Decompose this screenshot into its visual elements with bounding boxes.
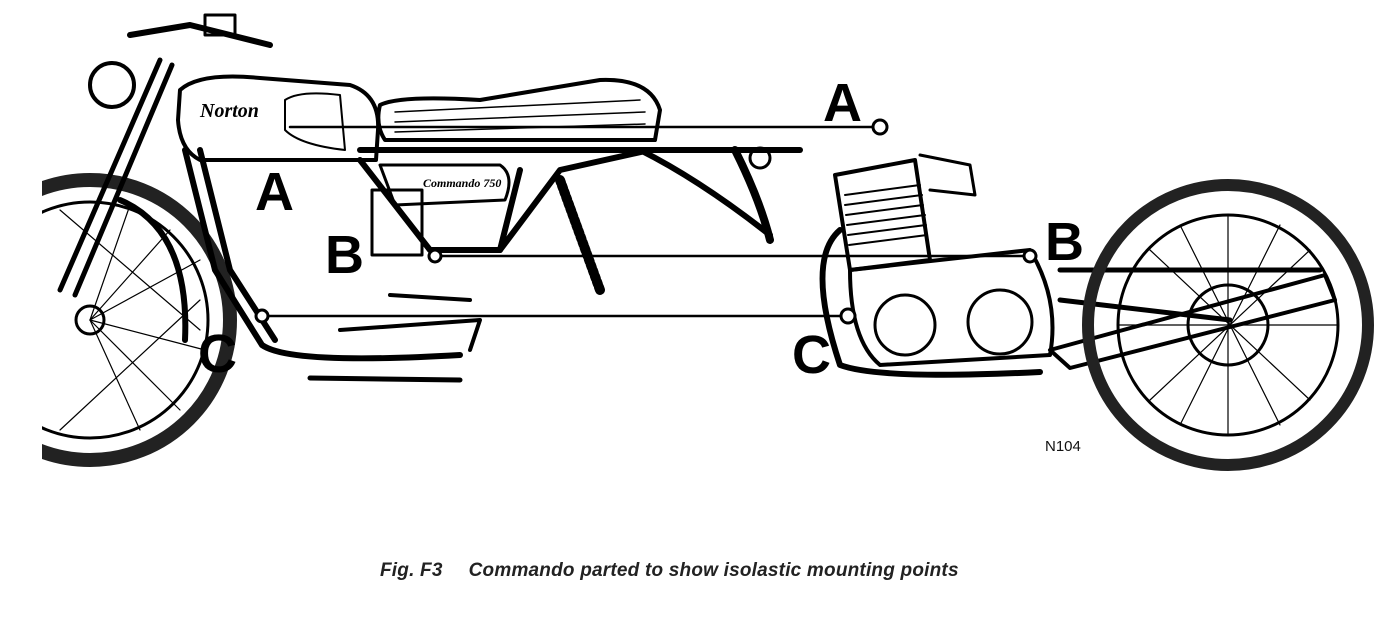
label-b-left: B	[325, 225, 364, 285]
front-wheel	[42, 173, 237, 467]
tank-badge: Norton	[200, 100, 259, 122]
fuel-tank	[176, 74, 381, 162]
side-panel	[378, 163, 511, 207]
figure-reference: N104	[1045, 438, 1081, 455]
label-a-right: A	[823, 73, 862, 133]
side-panel-badge: Commando 750	[423, 176, 502, 190]
label-c-right: C	[792, 325, 831, 385]
oil-tank	[370, 188, 424, 257]
seat	[376, 77, 662, 142]
mounting-lines	[260, 125, 1032, 318]
front-forks	[57, 13, 273, 298]
rear-wheel	[1082, 179, 1374, 471]
mounting-points	[254, 118, 1038, 325]
label-c-left: C	[198, 324, 237, 384]
label-b-right: B	[1045, 212, 1084, 272]
label-a-left: A	[255, 162, 294, 222]
caption-text: Commando parted to show isolastic mounti…	[468, 560, 959, 581]
figure-caption: Fig. F3 Commando parted to show isolastic…	[380, 560, 959, 582]
figure-number: Fig. F3	[380, 560, 443, 581]
